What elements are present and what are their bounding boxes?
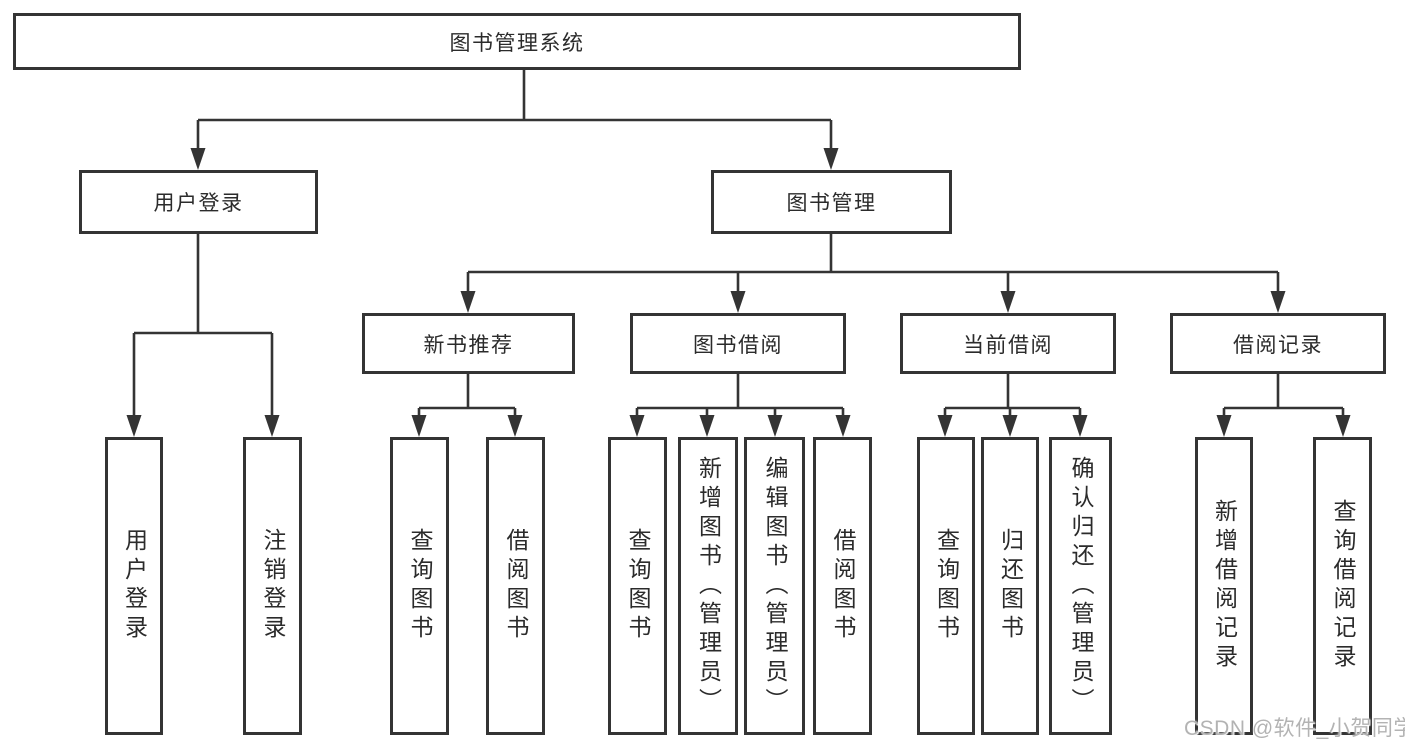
node-user-login: 用户登录: [79, 170, 318, 234]
leaf-query-borrow-record: 查询借阅记录: [1313, 437, 1372, 735]
node-book-management: 图书管理: [711, 170, 952, 234]
leaf-query-books-recommend: 查询图书: [390, 437, 449, 735]
arrowhead-icons: [126, 148, 1351, 437]
node-borrow-records: 借阅记录: [1170, 313, 1386, 374]
leaf-user-login: 用户登录: [105, 437, 163, 735]
watermark: CSDN @软件_小贺同学: [1184, 717, 1405, 740]
node-new-book-recommend: 新书推荐: [362, 313, 575, 374]
leaf-add-borrow-record: 新增借阅记录: [1195, 437, 1253, 735]
leaf-borrow-books: 借阅图书: [813, 437, 872, 735]
leaf-add-books-admin: 新增图书（管理员）: [678, 437, 738, 735]
leaf-query-books-current: 查询图书: [917, 437, 975, 735]
leaf-query-books-borrow: 查询图书: [608, 437, 667, 735]
node-book-borrow: 图书借阅: [630, 313, 846, 374]
leaf-edit-books-admin: 编辑图书（管理员）: [744, 437, 805, 735]
leaf-confirm-return-admin: 确认归还（管理员）: [1049, 437, 1112, 735]
node-root-system: 图书管理系统: [13, 13, 1021, 70]
node-current-borrow: 当前借阅: [900, 313, 1116, 374]
leaf-return-books: 归还图书: [981, 437, 1039, 735]
leaf-borrow-books-recommend: 借阅图书: [486, 437, 545, 735]
leaf-logout: 注销登录: [243, 437, 302, 735]
